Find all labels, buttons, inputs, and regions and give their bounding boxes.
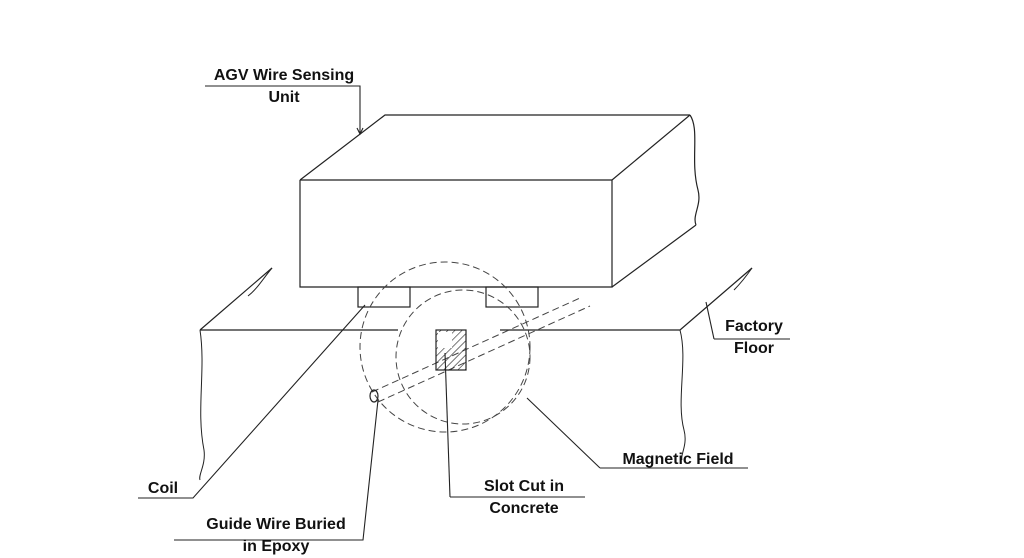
coil-label: Coil xyxy=(147,480,179,497)
agv-unit-label: AGV Wire Sensing Unit xyxy=(196,65,372,109)
concrete-slot xyxy=(435,329,467,371)
coil-feet xyxy=(357,286,539,308)
leader-lines xyxy=(138,85,790,541)
factory-floor-slab xyxy=(199,267,753,481)
guide-wire xyxy=(369,297,591,403)
factory-floor-label: Factory Floor xyxy=(716,316,792,360)
agv-unit-box xyxy=(299,114,700,288)
guide-wire-label-line1: Guide Wire Buried xyxy=(206,516,346,533)
agv-unit-label-line2: Unit xyxy=(268,89,300,106)
guide-wire-label: Guide Wire Buried in Epoxy xyxy=(180,514,372,558)
magnetic-field-label: Magnetic Field xyxy=(622,451,734,468)
factory-floor-label-line1: Factory xyxy=(725,318,783,335)
factory-floor-label-line2: Floor xyxy=(734,340,774,357)
agv-unit-label-line1: AGV Wire Sensing xyxy=(213,67,355,84)
slot-cut-label-line1: Slot Cut in xyxy=(484,478,564,495)
guide-wire-label-line2: in Epoxy xyxy=(242,538,310,555)
slot-cut-label-line2: Concrete xyxy=(489,500,559,517)
magnetic-field-circles xyxy=(359,261,531,433)
slot-cut-label: Slot Cut in Concrete xyxy=(462,476,586,520)
